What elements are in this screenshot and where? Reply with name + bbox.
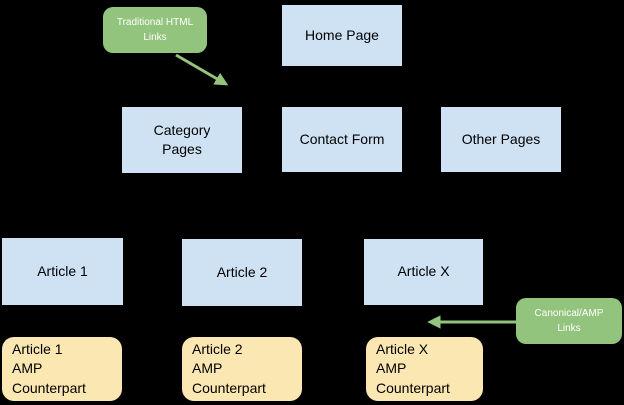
callout-canonical-amp-links: Canonical/AMP Links [516, 298, 622, 344]
node-article-2-amp-counterpart: Article 2 AMP Counterpart [182, 337, 302, 401]
node-contact-form: Contact Form [282, 107, 402, 172]
callout-traditional-html-links: Traditional HTML Links [103, 7, 207, 53]
node-home-page: Home Page [282, 5, 402, 66]
node-article-x-amp-counterpart: Article X AMP Counterpart [366, 337, 483, 401]
node-article-2: Article 2 [182, 239, 302, 306]
node-other-pages: Other Pages [441, 107, 561, 172]
node-article-1: Article 1 [2, 238, 123, 305]
node-article-1-amp-counterpart: Article 1 AMP Counterpart [2, 337, 122, 401]
node-category-pages: Category Pages [122, 107, 242, 173]
traditional-links-arrow [175, 53, 229, 86]
node-article-x: Article X [364, 239, 483, 305]
